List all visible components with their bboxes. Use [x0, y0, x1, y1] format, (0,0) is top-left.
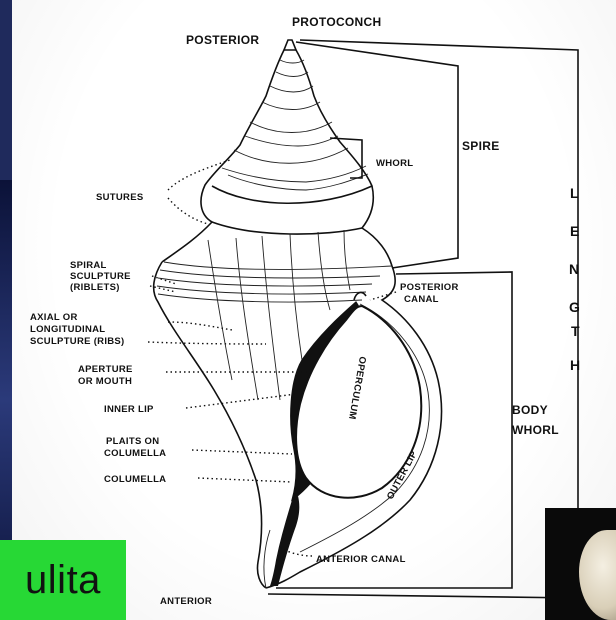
- label-anterior-canal: ANTERIOR CANAL: [316, 554, 406, 565]
- label-plaits-1: PLAITS ON: [106, 436, 159, 447]
- axial-rib: [318, 232, 330, 310]
- ulita-caption-tag: ulita: [0, 540, 126, 620]
- shell-photo-fragment: [579, 530, 616, 620]
- whorl-rib: [222, 166, 366, 182]
- spire-whorl-line: [234, 148, 348, 163]
- label-spiral-sculpture-1: SPIRAL: [70, 260, 107, 271]
- suture-line: [212, 222, 362, 234]
- label-whorl: WHORL: [376, 158, 413, 169]
- spire-whorl-line: [270, 86, 313, 92]
- length-letter: N: [569, 261, 579, 277]
- spiral-sculpture-line: [158, 278, 372, 286]
- columella-shape: [270, 496, 299, 586]
- label-posterior-canal-2: CANAL: [404, 294, 439, 305]
- label-columella: COLUMELLA: [104, 474, 166, 485]
- length-letter: H: [570, 357, 580, 373]
- shell-photo-thumbnail: [545, 508, 616, 620]
- label-spire: SPIRE: [462, 139, 500, 153]
- shell-drawing: [154, 40, 442, 588]
- spire-whorl-line: [276, 72, 308, 77]
- whorl-rib: [245, 136, 338, 146]
- posterior-canal-notch: [354, 293, 366, 300]
- spiral-sculpture-line: [158, 294, 362, 302]
- label-anterior: ANTERIOR: [160, 596, 212, 607]
- spire-whorl-line: [262, 102, 320, 110]
- label-posterior-canal-1: POSTERIOR: [400, 282, 459, 293]
- suture-line: [212, 186, 372, 203]
- length-letter: E: [570, 223, 580, 239]
- label-posterior: POSTERIOR: [186, 33, 259, 47]
- label-aperture-1: APERTURE: [78, 364, 133, 375]
- label-axial-1: AXIAL OR: [30, 312, 78, 323]
- label-body-whorl-2: WHORL: [512, 423, 559, 437]
- diagram-labels: PROTOCONCH POSTERIOR WHORL SPIRE SUTURES…: [30, 15, 580, 607]
- label-spiral-sculpture-3: (RIBLETS): [70, 282, 120, 293]
- body-whorl-left-outline: [154, 262, 266, 588]
- label-axial-2: LONGITUDINAL: [30, 324, 105, 335]
- label-inner-lip: INNER LIP: [104, 404, 154, 415]
- label-protoconch: PROTOCONCH: [292, 15, 381, 29]
- measurement-brackets: [268, 40, 578, 598]
- axial-rib: [236, 238, 258, 400]
- length-letter: G: [569, 299, 580, 315]
- label-axial-3: SCULPTURE (RIBS): [30, 336, 125, 347]
- axial-rib: [208, 240, 232, 380]
- protoconch-tip: [284, 40, 296, 50]
- pointer-line: [168, 160, 230, 190]
- axial-rib: [262, 236, 280, 400]
- length-letter: T: [571, 323, 580, 339]
- label-plaits-2: COLUMELLA: [104, 448, 166, 459]
- anterior-canal-edge: [264, 530, 270, 588]
- ulita-caption-text: ulita: [25, 558, 101, 603]
- length-bracket: [268, 40, 578, 598]
- spiral-sculpture-line: [157, 286, 366, 294]
- spire-whorl-line: [250, 122, 332, 133]
- spire-whorl-line: [280, 60, 304, 63]
- pointer-line: [198, 478, 292, 482]
- axial-rib: [290, 234, 302, 360]
- length-letter: L: [570, 185, 579, 201]
- pointer-line: [192, 450, 292, 454]
- spire-left-outline: [162, 50, 284, 262]
- spiral-sculpture-line: [164, 262, 392, 269]
- label-body-whorl-1: BODY: [512, 403, 548, 417]
- axial-rib: [344, 230, 350, 290]
- label-aperture-2: OR MOUTH: [78, 376, 132, 387]
- whorl-bracket: [330, 138, 362, 178]
- label-sutures: SUTURES: [96, 192, 144, 203]
- pointer-line: [168, 322, 232, 330]
- label-spiral-sculpture-2: SCULPTURE: [70, 271, 131, 282]
